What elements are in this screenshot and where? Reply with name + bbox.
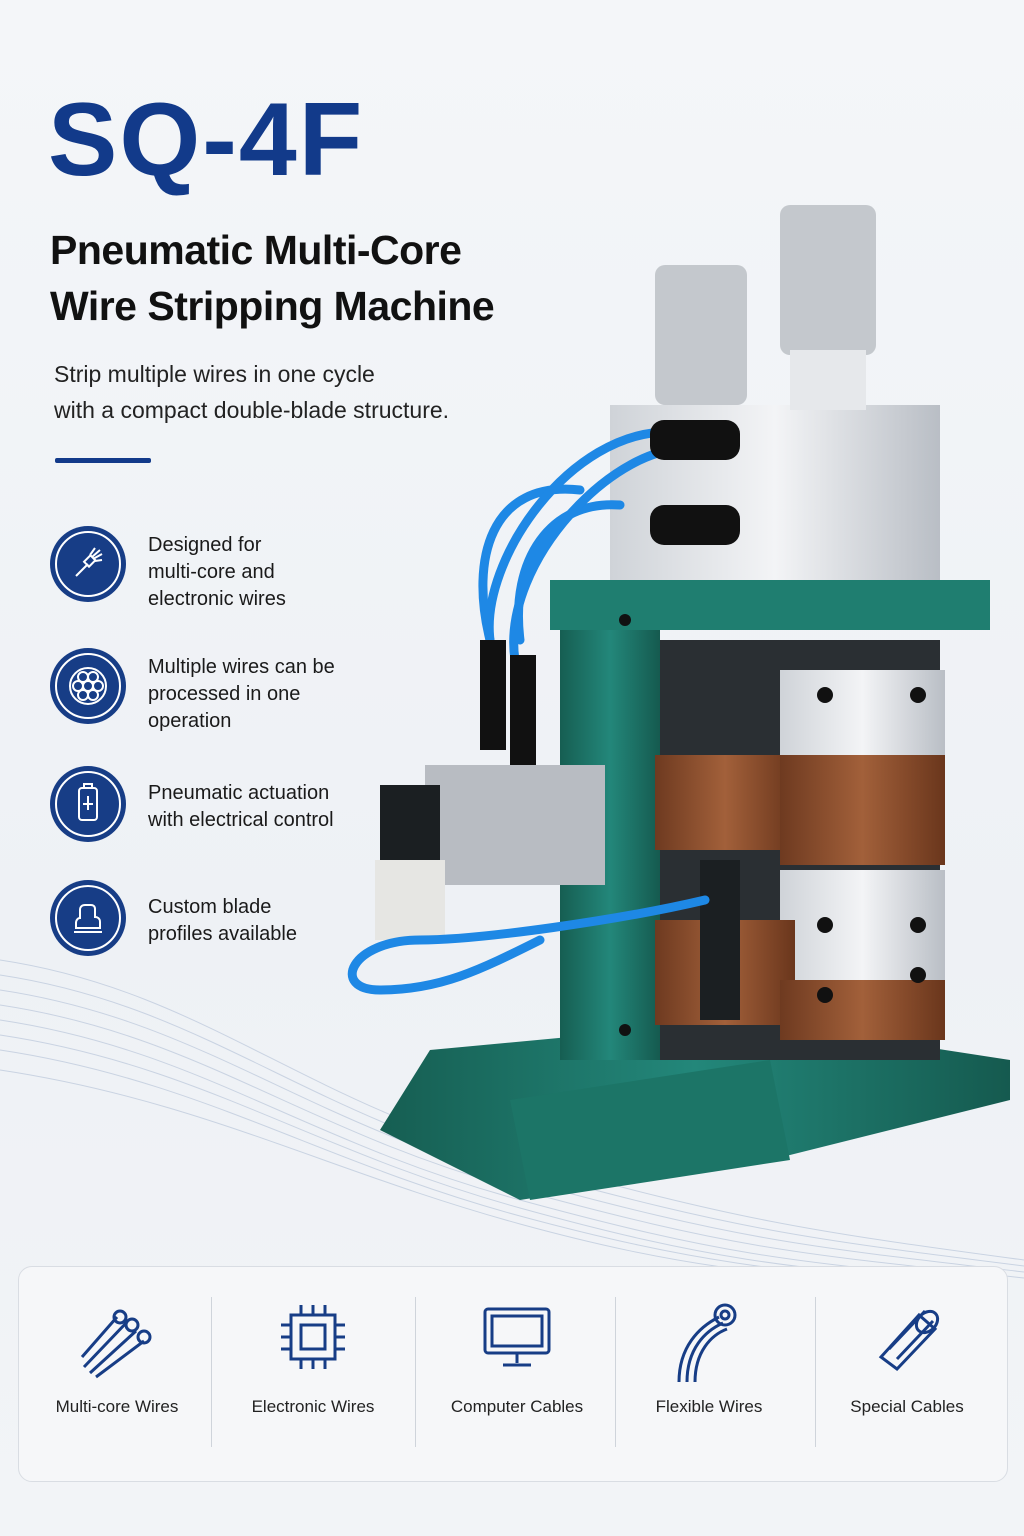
- feature-text-line: Custom blade: [148, 896, 272, 918]
- special-cable-icon: [878, 1309, 940, 1372]
- multi-core-wire-icon: [80, 1309, 152, 1379]
- subtitle-line-2: Wire Stripping Machine: [50, 283, 495, 329]
- feature-text-line: electronic wires: [148, 588, 286, 610]
- feature-text-line: profiles available: [148, 923, 297, 945]
- feature-custom-blade: Custom blade profiles available: [50, 880, 380, 970]
- application-label: Multi-core Wires: [55, 1397, 179, 1416]
- wire-bundle-icon: [50, 648, 126, 724]
- application-label: Flexible Wires: [655, 1397, 763, 1416]
- application-computer-cables: Computer Cables: [419, 1267, 615, 1481]
- feature-text-line: operation: [148, 710, 232, 732]
- subtitle-line-1: Pneumatic Multi-Core: [50, 227, 462, 273]
- accent-divider: [55, 458, 151, 463]
- application-label: Electronic Wires: [251, 1397, 375, 1416]
- divider: [815, 1297, 816, 1447]
- feature-multi-core: Designed for multi-core and electronic w…: [50, 526, 380, 616]
- product-subtitle: Pneumatic Multi-Core Wire Stripping Mach…: [50, 222, 495, 334]
- application-special-cables: Special Cables: [809, 1267, 1005, 1481]
- blade-profile-icon: [50, 880, 126, 956]
- feature-multiple-wires: Multiple wires can be processed in one o…: [50, 648, 380, 738]
- feature-pneumatic: Pneumatic actuation with electrical cont…: [50, 766, 380, 856]
- divider: [211, 1297, 212, 1447]
- application-multi-core-wires: Multi-core Wires: [19, 1267, 215, 1481]
- model-title: SQ-4F: [48, 82, 365, 198]
- machine-illustration: [347, 205, 1010, 1200]
- wire-brush-icon: [50, 526, 126, 602]
- cylinder-icon: [50, 766, 126, 842]
- description-line-2: with a compact double-blade structure.: [54, 397, 450, 423]
- product-description: Strip multiple wires in one cycle with a…: [54, 356, 449, 428]
- feature-text-line: Pneumatic actuation: [148, 782, 330, 804]
- divider: [415, 1297, 416, 1447]
- applications-bar: Multi-core Wires Electronic Wires Comput…: [18, 1266, 1008, 1482]
- divider: [615, 1297, 616, 1447]
- feature-text-line: multi-core and: [148, 561, 275, 583]
- application-flexible-wires: Flexible Wires: [611, 1267, 807, 1481]
- description-line-1: Strip multiple wires in one cycle: [54, 361, 375, 387]
- feature-text-line: processed in one: [148, 683, 301, 705]
- chip-icon: [281, 1305, 345, 1369]
- application-label: Special Cables: [850, 1397, 964, 1416]
- application-electronic-wires: Electronic Wires: [215, 1267, 411, 1481]
- feature-text-line: Multiple wires can be: [148, 656, 335, 678]
- feature-text-line: Designed for: [148, 534, 262, 556]
- application-label: Computer Cables: [450, 1397, 584, 1416]
- flexible-wire-icon: [677, 1303, 737, 1383]
- feature-text-line: with electrical control: [148, 809, 334, 831]
- monitor-icon: [483, 1307, 551, 1367]
